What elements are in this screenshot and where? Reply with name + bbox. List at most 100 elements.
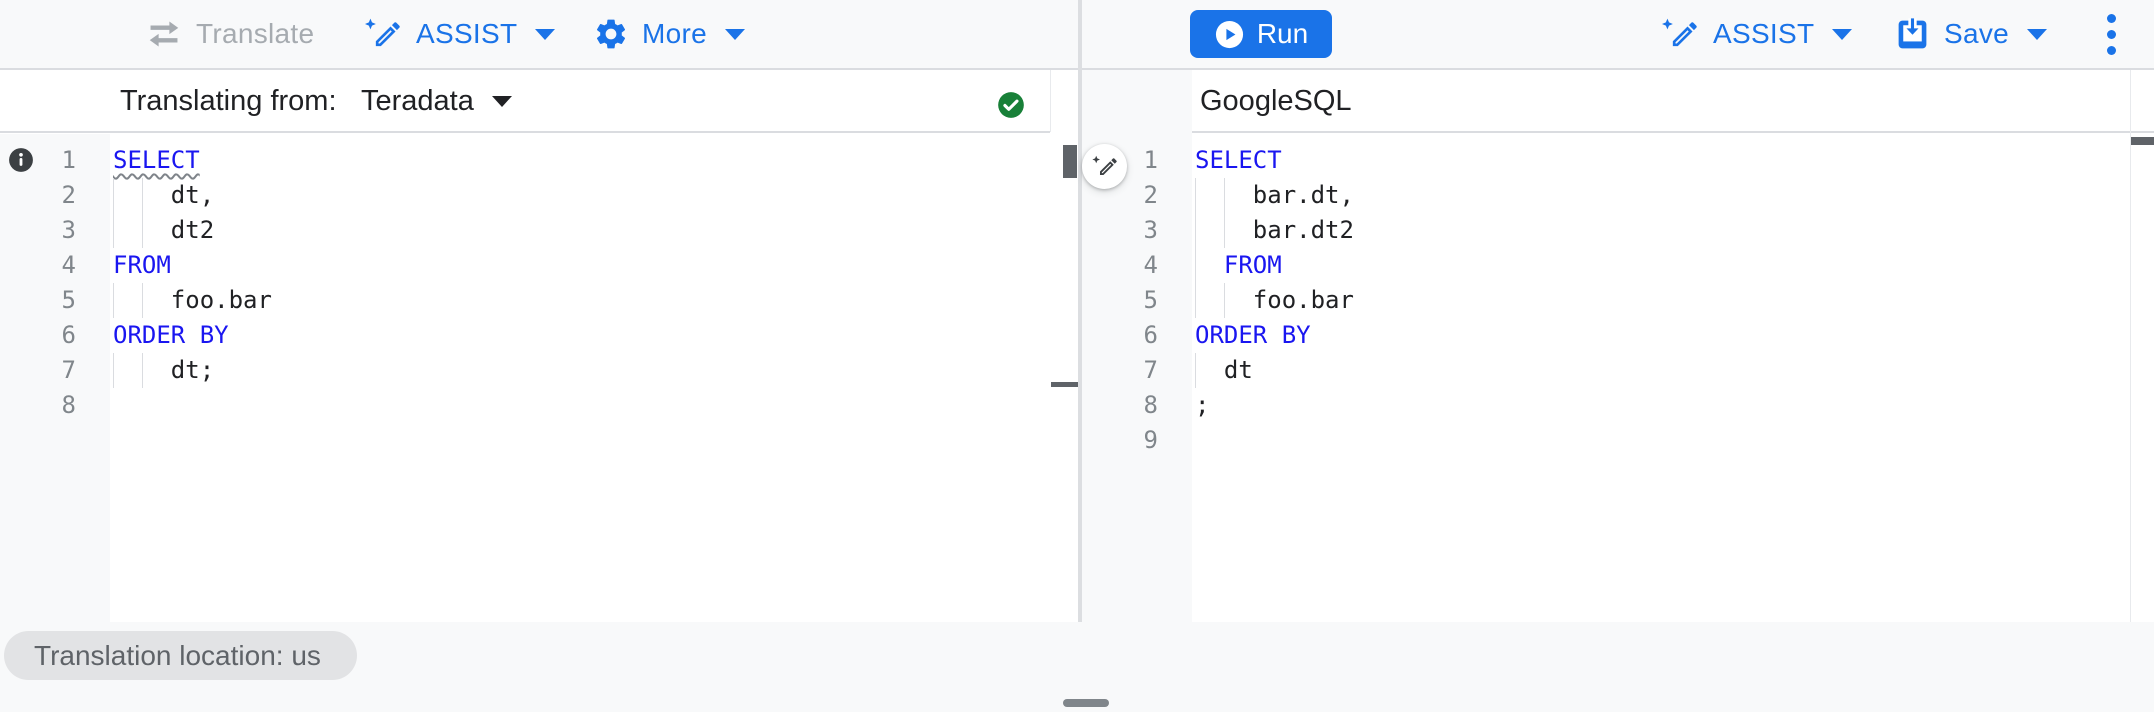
code-line: SELECT bbox=[1192, 143, 2120, 178]
indent-guide bbox=[113, 353, 114, 388]
line-number: 5 bbox=[1143, 286, 1158, 314]
sql-text: dt, bbox=[113, 181, 215, 209]
source-pane-background bbox=[0, 70, 1078, 622]
source-scrollbar-thumb[interactable] bbox=[1063, 145, 1077, 178]
sql-text: dt bbox=[1195, 356, 1253, 384]
indent-guide bbox=[1223, 213, 1225, 248]
translation-success-check-icon bbox=[997, 91, 1025, 119]
play-circle-icon bbox=[1215, 20, 1243, 48]
target-scrollbar-track bbox=[2130, 70, 2131, 622]
indent-guide bbox=[113, 213, 114, 248]
code-line: dt; bbox=[110, 353, 1068, 388]
source-dialect-select[interactable]: Teradata bbox=[361, 70, 512, 133]
code-line: bar.dt2 bbox=[1192, 213, 2120, 248]
top-toolbar: Translate ASSIST More Run bbox=[0, 0, 2154, 70]
code-line: SELECT bbox=[110, 143, 1068, 178]
code-line: dt2 bbox=[110, 213, 1068, 248]
code-line: ORDER BY bbox=[110, 318, 1068, 353]
save-icon bbox=[1898, 17, 1927, 48]
assist-dropdown-left[interactable]: ASSIST bbox=[363, 0, 556, 68]
translate-button[interactable]: Translate bbox=[145, 0, 314, 68]
indent-guide bbox=[141, 213, 143, 248]
line-number: 3 bbox=[61, 216, 76, 244]
line-number: 6 bbox=[61, 321, 76, 349]
chevron-down-icon bbox=[2027, 28, 2048, 40]
line-number: 6 bbox=[1143, 321, 1158, 349]
menu-dot bbox=[2106, 45, 2116, 55]
target-header-divider bbox=[1192, 131, 2154, 133]
line-info-icon[interactable] bbox=[8, 147, 34, 173]
sql-text bbox=[1195, 251, 1224, 279]
assist-dropdown-right[interactable]: ASSIST bbox=[1660, 0, 1853, 68]
source-header-edge-line bbox=[1050, 70, 1051, 132]
code-line: ORDER BY bbox=[1192, 318, 2120, 353]
pane-divider[interactable] bbox=[1078, 0, 1082, 622]
chevron-down-icon bbox=[1832, 28, 1853, 40]
source-scrollbar-mark bbox=[1051, 382, 1078, 387]
line-number: 7 bbox=[61, 356, 76, 384]
sql-text: bar.dt2 bbox=[1195, 216, 1354, 244]
sql-keyword: ORDER BY bbox=[113, 321, 229, 349]
line-number: 1 bbox=[1143, 146, 1158, 174]
target-language-title: GoogleSQL bbox=[1200, 85, 1352, 117]
menu-dot bbox=[2106, 13, 2116, 23]
overflow-menu-button[interactable] bbox=[2098, 0, 2124, 68]
indent-guide bbox=[1195, 283, 1196, 318]
code-line: FROM bbox=[110, 248, 1068, 283]
run-label: Run bbox=[1256, 18, 1309, 49]
sql-text: foo.bar bbox=[1195, 286, 1354, 314]
code-line bbox=[110, 388, 1068, 423]
target-scrollbar-thumb[interactable] bbox=[2131, 137, 2154, 145]
code-line: dt bbox=[1192, 353, 2120, 388]
translating-from-label: Translating from: bbox=[120, 85, 337, 117]
source-gutter-background bbox=[0, 134, 110, 622]
target-header: GoogleSQL bbox=[1192, 70, 2154, 133]
line-number: 4 bbox=[1143, 251, 1158, 279]
sql-text: dt; bbox=[113, 356, 215, 384]
indent-guide bbox=[141, 283, 143, 318]
assist-label: ASSIST bbox=[416, 18, 518, 49]
save-dropdown[interactable]: Save bbox=[1894, 0, 2048, 68]
sql-keyword: ORDER BY bbox=[1195, 321, 1311, 349]
chevron-down-icon bbox=[725, 28, 745, 40]
line-number: 2 bbox=[1143, 181, 1158, 209]
sql-text: dt2 bbox=[113, 216, 215, 244]
line-number: 1 bbox=[61, 146, 76, 174]
more-label: More bbox=[642, 18, 707, 49]
line-number: 5 bbox=[61, 286, 76, 314]
split-drag-handle-icon[interactable] bbox=[1063, 699, 1109, 707]
code-line: foo.bar bbox=[1192, 283, 2120, 318]
magic-pen-icon bbox=[1091, 155, 1117, 176]
line-number: 4 bbox=[61, 251, 76, 279]
translate-label: Translate bbox=[196, 18, 315, 49]
sql-text: ; bbox=[1195, 391, 1210, 419]
sql-text: bar.dt, bbox=[1195, 181, 1354, 209]
magic-pen-icon bbox=[1662, 18, 1697, 47]
indent-guide bbox=[1223, 283, 1225, 318]
indent-guide bbox=[1195, 248, 1196, 283]
more-dropdown[interactable]: More bbox=[593, 0, 745, 68]
line-number: 8 bbox=[1143, 391, 1158, 419]
indent-guide bbox=[141, 178, 143, 213]
indent-guide bbox=[1223, 178, 1225, 213]
inline-assist-button[interactable] bbox=[1082, 144, 1127, 189]
indent-guide bbox=[1195, 213, 1196, 248]
dialect-value: Teradata bbox=[361, 85, 474, 117]
target-pane-background bbox=[1082, 70, 2154, 622]
chevron-down-icon bbox=[491, 96, 512, 107]
save-label: Save bbox=[1944, 18, 2010, 49]
sql-keyword: FROM bbox=[113, 251, 171, 279]
indent-guide bbox=[1195, 353, 1196, 388]
sql-keyword: SELECT bbox=[113, 146, 200, 174]
code-line: bar.dt, bbox=[1192, 178, 2120, 213]
sql-keyword: SELECT bbox=[1195, 146, 1282, 174]
source-header-divider bbox=[0, 131, 1050, 133]
run-button[interactable]: Run bbox=[1190, 10, 1332, 58]
indent-guide bbox=[113, 283, 114, 318]
